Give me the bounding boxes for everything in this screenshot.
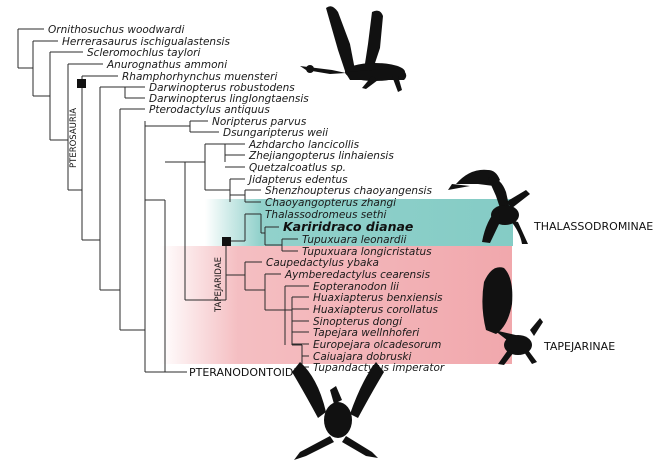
taxon-label: Darwinopterus linglongtaensis	[149, 93, 309, 105]
taxon-label: Pterodactylus antiquus	[149, 104, 270, 116]
taxon-label: Ornithosuchus woodwardi	[48, 24, 184, 36]
pterosauria-node-marker	[77, 79, 86, 88]
taxon-label: Huaxiapterus corollatus	[313, 304, 439, 316]
tapejaridae-node-marker	[222, 237, 231, 246]
taxon-label: Eopteranodon lii	[313, 281, 399, 293]
taxon-label: Jidapterus edentus	[247, 174, 348, 186]
pterosaur-spread-wings-silhouette-icon	[292, 362, 384, 460]
taxon-label: Rhamphorhynchus muensteri	[122, 71, 277, 83]
taxon-label: Tupuxuara longicristatus	[302, 246, 432, 258]
taxon-label: Tupuxuara leonardii	[302, 234, 407, 246]
thalassodrominae-label: THALASSODROMINAE	[533, 220, 653, 233]
taxon-label: Noripterus parvus	[212, 116, 307, 128]
thalassodrominae-highlight	[205, 199, 513, 246]
tapejarinae-label: TAPEJARINAE	[543, 340, 615, 353]
taxon-label: Europejara olcadesorum	[313, 339, 441, 351]
tapejaridae-label: TAPEJARIDAE	[214, 257, 224, 313]
taxon-label: Anurognathus ammoni	[106, 59, 227, 71]
taxon-label: Shenzhoupterus chaoyangensis	[265, 185, 432, 197]
taxon-label: Caiuajara dobruski	[313, 351, 411, 363]
tapejarid-crested-silhouette-icon	[482, 267, 543, 365]
taxon-label: Dsungaripterus weii	[223, 127, 328, 139]
taxon-label: Scleromochlus taylori	[87, 47, 200, 59]
tapejarinae-highlight	[160, 246, 512, 364]
taxon-label: Caupedactylus ybaka	[266, 257, 379, 269]
taxon-label: Darwinopterus robustodens	[149, 82, 295, 94]
taxon-label: Kariridraco dianae	[283, 219, 413, 234]
taxon-label: Zhejiangopterus linhaiensis	[248, 150, 394, 162]
taxon-label: Tapejara wellnhoferi	[313, 327, 419, 339]
tree-branches	[17, 28, 309, 373]
tapejarid-standing-silhouette-icon	[448, 169, 530, 244]
taxon-label: Aymberedactylus cearensis	[284, 269, 431, 281]
taxon-label: Azhdarcho lancicollis	[248, 139, 360, 151]
pteranodontoidea-label: PTERANODONTOIDEA	[189, 366, 308, 379]
pterosauria-label: PTEROSAURIA	[69, 108, 79, 168]
pterosaur-flying-silhouette-icon	[300, 6, 407, 92]
taxon-label: Huaxiapterus benxiensis	[313, 292, 443, 304]
taxon-label: Thalassodromeus sethi	[265, 209, 386, 221]
taxon-label: Herrerasaurus ischigualastensis	[62, 36, 230, 48]
taxon-label: Quetzalcoatlus sp.	[249, 162, 346, 174]
taxon-label: Sinopterus dongi	[313, 316, 402, 328]
taxon-label: Chaoyangopterus zhangi	[265, 197, 396, 209]
